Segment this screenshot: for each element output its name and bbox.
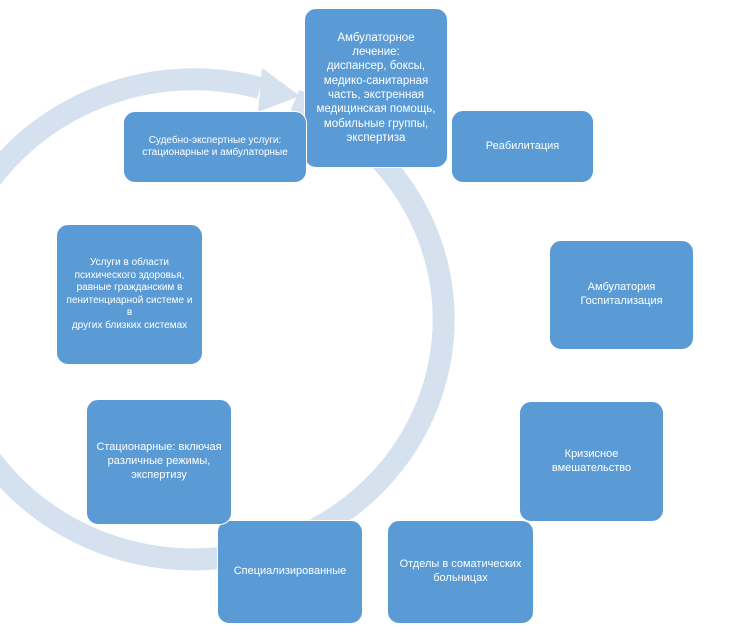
node-rehabilitation-label: Реабилитация [485,139,560,152]
node-ambulatory-hospitalization-label: Амбулатория Госпитализация [580,281,663,307]
node-inpatient-label: Стационарные: включая различные режимы, … [96,441,222,481]
cycle-ring-arc [0,68,455,571]
cycle-ring-arrowhead [258,68,300,112]
node-ambulatory-treatment: Амбулаторное лечение: диспансер, боксы, … [304,8,448,168]
node-crisis-intervention: Кризисное вмешательство [519,401,664,522]
node-ambulatory-treatment-label: Амбулаторное лечение: диспансер, боксы, … [316,31,436,145]
node-somatic-hospital-departments-label: Отделы в соматических больницах [399,558,522,584]
node-penitentiary-mental-health: Услуги в области психического здоровья, … [56,224,203,365]
node-crisis-intervention-label: Кризисное вмешательство [551,447,632,474]
node-somatic-hospital-departments: Отделы в соматических больницах [387,520,534,624]
node-ambulatory-hospitalization: Амбулатория Госпитализация [549,240,694,350]
node-specialized: Специализированные [217,520,363,624]
node-forensic-expert-services-label: Судебно-экспертные услуги: стационарные … [142,134,288,159]
node-forensic-expert-services: Судебно-экспертные услуги: стационарные … [123,111,307,183]
node-rehabilitation: Реабилитация [451,110,594,183]
node-penitentiary-mental-health-label: Услуги в области психического здоровья, … [66,257,193,331]
node-specialized-label: Специализированные [233,565,347,578]
node-inpatient: Стационарные: включая различные режимы, … [86,399,232,525]
